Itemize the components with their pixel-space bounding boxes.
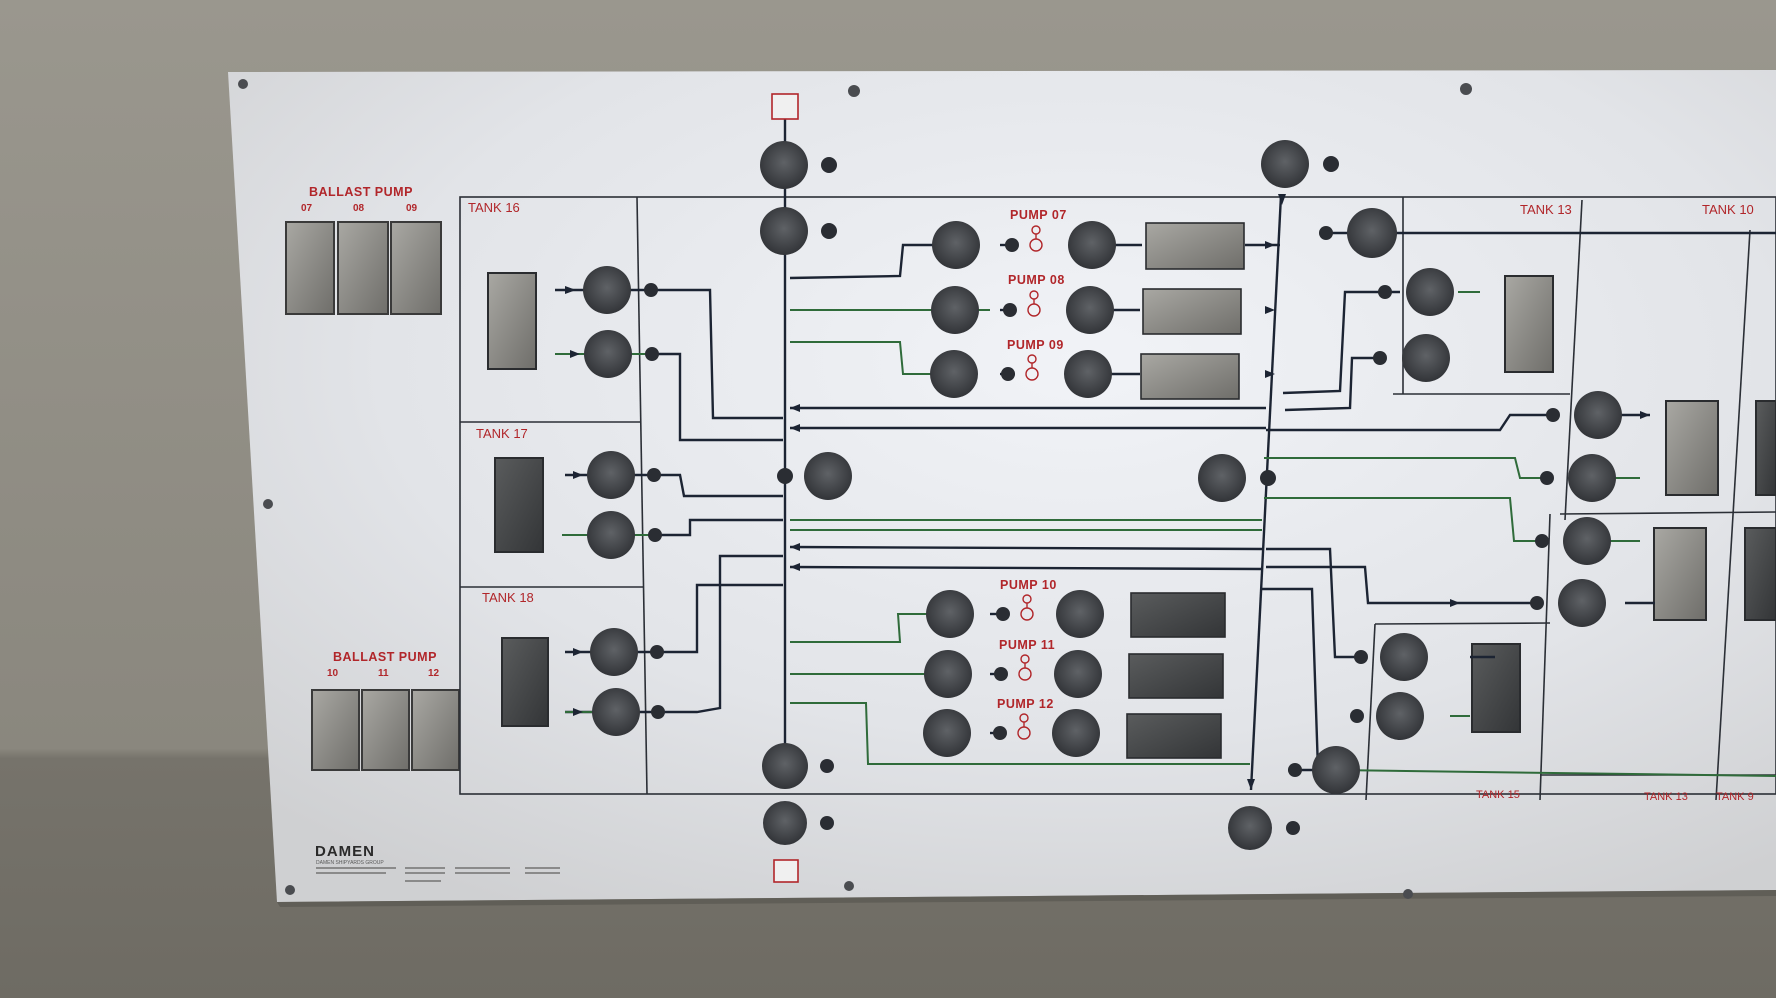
ballast-pump-window-09	[390, 221, 442, 315]
pump-indicator-windows	[1126, 222, 1245, 759]
ballast-pump-bottom-group: BALLAST PUMP 10 11 12	[311, 650, 460, 771]
ballast-pump-num-10: 10	[327, 668, 339, 679]
ballast-pump-window-10	[311, 689, 360, 771]
logo-subtitle: DAMEN SHIPYARDS GROUP	[316, 860, 384, 866]
pump-11-label: PUMP 11	[999, 638, 1055, 652]
tank-10-label: TANK 10	[1702, 202, 1754, 217]
ballast-pump-window-08	[337, 221, 389, 315]
pump-07-label: PUMP 07	[1010, 208, 1067, 222]
tank-13-label: TANK 13	[1520, 202, 1572, 217]
top-marker-square	[771, 93, 799, 120]
pump-10-label: PUMP 10	[1000, 578, 1057, 592]
ballast-pump-top-group: BALLAST PUMP 07 08 09	[285, 185, 442, 315]
tank-level-windows	[487, 272, 1776, 733]
pump-valve-symbols	[1017, 225, 1043, 740]
logo-fine-print	[316, 867, 560, 882]
logo-name: DAMEN	[315, 843, 375, 860]
tank-16-label: TANK 16	[468, 200, 520, 215]
bottom-marker-square	[773, 859, 799, 883]
ballast-pump-top-title: BALLAST PUMP	[309, 185, 413, 199]
ballast-pump-num-08: 08	[353, 203, 365, 214]
ballast-pump-window-12	[411, 689, 460, 771]
pipes-green	[555, 291, 1776, 777]
pump-09-label: PUMP 09	[1007, 338, 1064, 352]
ballast-pump-num-09: 09	[406, 203, 418, 214]
tank-9-label: TANK 9	[1716, 791, 1754, 803]
panel-shadow-edge	[277, 890, 1776, 907]
maker-logo-block: DAMEN DAMEN SHIPYARDS GROUP	[315, 843, 560, 882]
ballast-pump-num-07: 07	[301, 203, 313, 214]
tank-13b-label: TANK 13	[1644, 791, 1688, 803]
pump-08-label: PUMP 08	[1008, 273, 1065, 287]
valve-dots	[644, 156, 1560, 835]
panel-screws	[238, 79, 1472, 899]
ballast-pump-window-11	[361, 689, 410, 771]
tank-15-label: TANK 15	[1476, 789, 1520, 801]
ballast-pump-num-11: 11	[378, 668, 389, 679]
ballast-pump-bottom-title: BALLAST PUMP	[333, 650, 437, 664]
indicator-holes	[583, 140, 1622, 850]
ballast-pump-window-07	[285, 221, 335, 315]
ballast-pump-num-12: 12	[428, 668, 440, 679]
tank-18-label: TANK 18	[482, 590, 534, 605]
pump-12-label: PUMP 12	[997, 697, 1054, 711]
flow-arrows	[565, 194, 1650, 790]
tank-17-label: TANK 17	[476, 426, 528, 441]
